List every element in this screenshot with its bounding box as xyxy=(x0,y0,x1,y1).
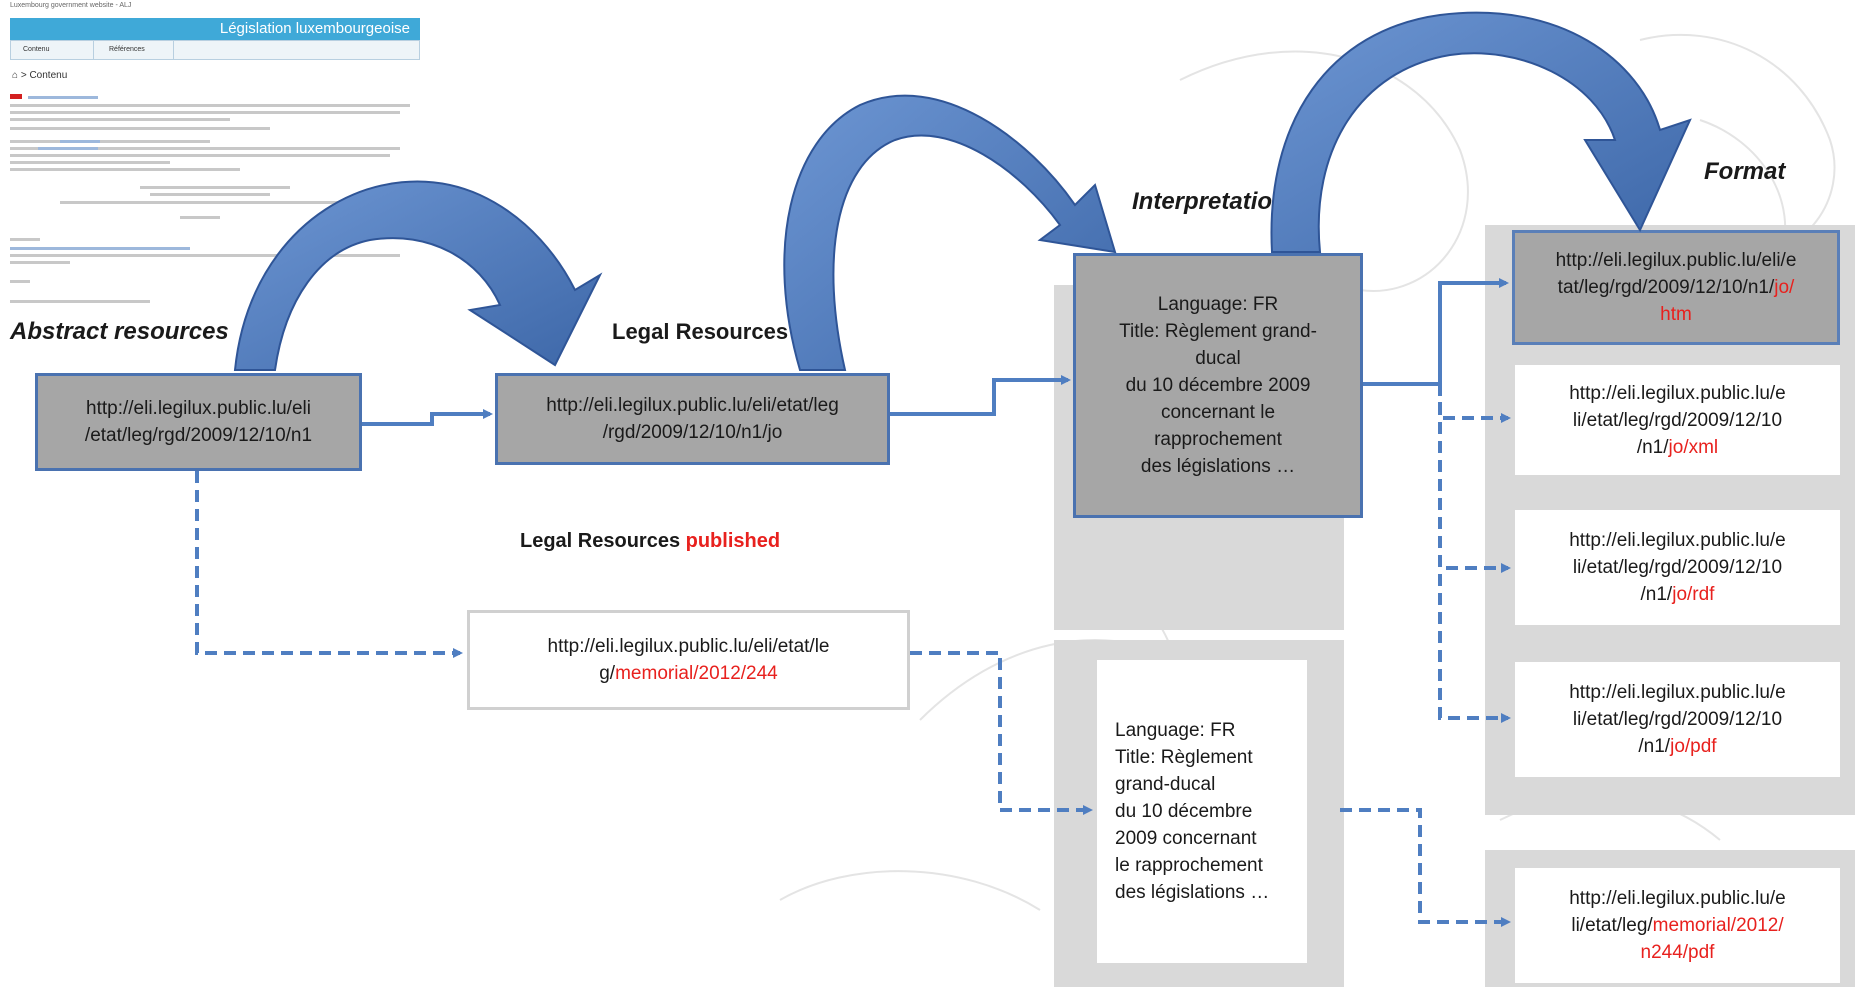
heading-abstract-resources: Abstract resources xyxy=(10,318,229,345)
abstract-uri-line1: http://eli.legilux.public.lu/eli xyxy=(86,398,311,419)
format-xml-line3-plain: /n1/ xyxy=(1636,436,1669,458)
abstract-resource-box: http://eli.legilux.public.lu/eli/etat/le… xyxy=(35,373,362,471)
interp-jo-line: rapprochement xyxy=(1154,429,1282,450)
format-pdf-line3-red: jo/pdf xyxy=(1670,736,1717,757)
format-htm-line3-red: htm xyxy=(1660,304,1692,325)
format-memorial-line2-red: memorial/2012/ xyxy=(1652,915,1784,936)
interp-jo-line: concernant le xyxy=(1160,402,1276,423)
heading-interpretation: Interpretation xyxy=(1132,188,1287,215)
interp-jo-line: Title: Règlement grand- xyxy=(1119,321,1317,342)
format-memorial-line3-red: n244/pdf xyxy=(1640,942,1715,963)
format-rdf-line3-red: jo/rdf xyxy=(1672,584,1715,605)
interp-jo-line: Language: FR xyxy=(1157,294,1279,315)
heading-legal-resources-published: Legal Resources published xyxy=(520,530,780,553)
interp-jo-line: du 10 décembre 2009 xyxy=(1125,375,1311,396)
interpretation-jo-box: Language: FR Title: Règlement grand- duc… xyxy=(1073,253,1363,518)
format-htm-line2-plain: tat/leg/rgd/2009/12/10/n1/ xyxy=(1557,277,1775,298)
thumbnail-nav: Contenu Références xyxy=(10,40,420,60)
interp-memorial-line: 2009 concernant xyxy=(1115,828,1257,849)
format-rdf-box: http://eli.legilux.public.lu/e li/etat/le… xyxy=(1515,510,1840,625)
thumbnail-breadcrumb-text: > Contenu xyxy=(20,70,68,81)
thumbnail-tab-contenu: Contenu xyxy=(23,46,50,53)
format-htm-line2-red: jo/ xyxy=(1774,277,1795,298)
format-rdf-line1: http://eli.legilux.public.lu/e xyxy=(1569,530,1786,551)
format-memorial-line1: http://eli.legilux.public.lu/e xyxy=(1569,888,1786,909)
format-pdf-line1: http://eli.legilux.public.lu/e xyxy=(1569,682,1786,703)
published-uri-line2-red: memorial/2012/244 xyxy=(615,663,778,684)
format-pdf-line3-plain: /n1/ xyxy=(1638,736,1671,757)
published-uri-line1: http://eli.legilux.public.lu/eli/etat/le xyxy=(547,636,830,657)
thumbnail-banner-title: Législation luxembourgeoise xyxy=(10,18,420,40)
interp-jo-line: des législations … xyxy=(1140,456,1296,477)
interpretation-memorial-box: Language: FR Title: Règlement grand-duca… xyxy=(1097,660,1307,963)
published-prefix: Legal Resources xyxy=(520,530,686,552)
interp-memorial-line: Language: FR xyxy=(1115,720,1236,741)
interp-memorial-line: du 10 décembre xyxy=(1115,801,1253,822)
format-rdf-line2: li/etat/leg/rgd/2009/12/10 xyxy=(1572,557,1783,578)
thumbnail-breadcrumb: ⌂ > Contenu xyxy=(12,70,67,81)
interp-memorial-line: grand-ducal xyxy=(1115,774,1216,795)
interp-memorial-line: le rapprochement xyxy=(1115,855,1263,876)
thumbnail-red-tag xyxy=(10,94,22,99)
format-rdf-line3-plain: /n1/ xyxy=(1640,584,1673,605)
format-xml-line3-red: jo/xml xyxy=(1668,436,1719,458)
heading-format: Format xyxy=(1704,158,1786,185)
interp-jo-line: ducal xyxy=(1195,348,1241,369)
legislation-page-thumbnail: Luxembourg government website - ALJ Légi… xyxy=(0,0,420,315)
format-htm-line1: http://eli.legilux.public.lu/eli/e xyxy=(1555,250,1797,271)
legal-uri-line2: /rgd/2009/12/10/n1/jo xyxy=(602,422,783,443)
thumbnail-top-text: Luxembourg government website - ALJ xyxy=(10,2,132,9)
format-pdf-box: http://eli.legilux.public.lu/e li/etat/le… xyxy=(1515,662,1840,777)
legal-resource-box: http://eli.legilux.public.lu/eli/etat/le… xyxy=(495,373,890,465)
interp-memorial-line: Title: Règlement xyxy=(1115,747,1253,768)
format-xml-box: http://eli.legilux.public.lu/e li/etat/le… xyxy=(1515,365,1840,475)
published-resource-box: http://eli.legilux.public.lu/eli/etat/le… xyxy=(467,610,910,710)
format-xml-line1: http://eli.legilux.public.lu/e xyxy=(1569,382,1786,404)
published-uri-line2-plain: g/ xyxy=(599,663,616,684)
thumbnail-tab-references: Références xyxy=(109,46,145,53)
format-pdf-line2: li/etat/leg/rgd/2009/12/10 xyxy=(1572,709,1783,730)
format-xml-line2: li/etat/leg/rgd/2009/12/10 xyxy=(1572,409,1783,431)
format-memorial-pdf-box: http://eli.legilux.public.lu/e li/etat/le… xyxy=(1515,868,1840,983)
published-highlight: published xyxy=(685,530,781,552)
format-memorial-line2-plain: li/etat/leg/ xyxy=(1571,915,1653,936)
format-htm-box: http://eli.legilux.public.lu/eli/e tat/le… xyxy=(1512,230,1840,345)
legal-uri-line1: http://eli.legilux.public.lu/eli/etat/le… xyxy=(546,395,839,416)
home-icon: ⌂ xyxy=(12,70,19,81)
abstract-uri-line2: /etat/leg/rgd/2009/12/10/n1 xyxy=(84,425,313,446)
interp-memorial-line: des législations … xyxy=(1115,882,1270,903)
heading-legal-resources: Legal Resources xyxy=(612,319,789,344)
